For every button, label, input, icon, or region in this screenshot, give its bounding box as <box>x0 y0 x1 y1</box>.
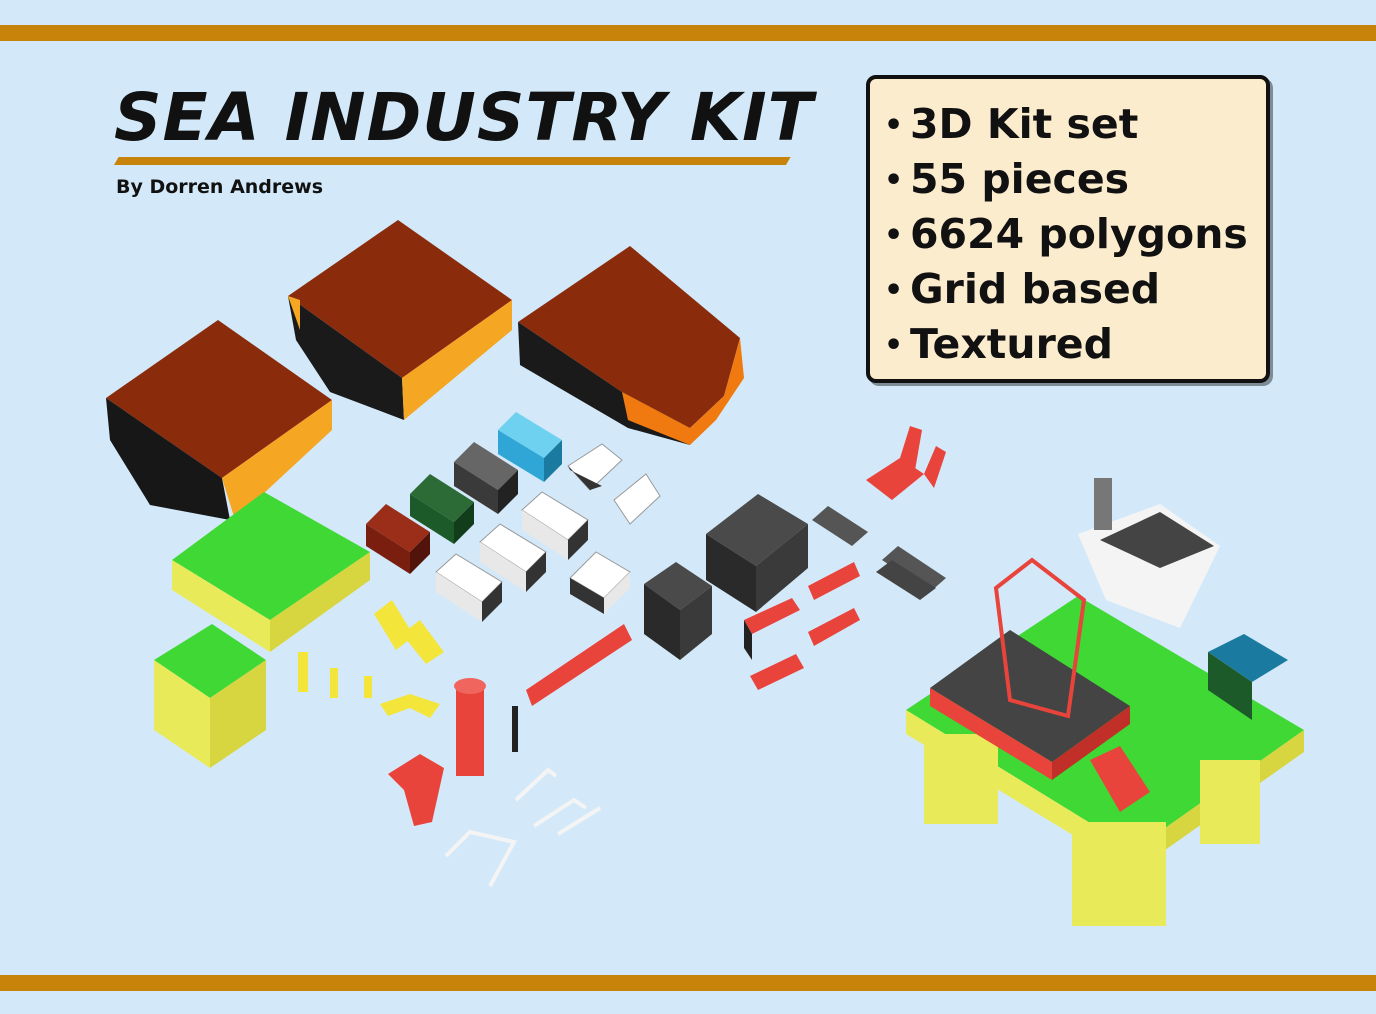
hull-piece-left <box>106 320 332 520</box>
container-green <box>410 474 474 544</box>
panel-pieces <box>744 562 860 690</box>
feature-item: 55 pieces <box>884 152 1266 208</box>
page-title: SEA INDUSTRY KIT <box>114 79 814 156</box>
crane-piece <box>866 426 946 500</box>
feature-list: 3D Kit set 55 pieces 6624 polygons Grid … <box>870 79 1266 373</box>
feature-item: 3D Kit set <box>884 97 1266 153</box>
cabin-pieces <box>435 443 661 622</box>
bottom-stripe <box>0 975 1376 991</box>
hull-piece-middle <box>288 220 512 420</box>
warehouse-block-large <box>706 494 808 612</box>
warehouse-block-small <box>644 562 712 660</box>
assembled-oil-rig <box>906 478 1304 926</box>
feature-item: Grid based <box>884 262 1266 318</box>
feature-list-box: 3D Kit set 55 pieces 6624 polygons Grid … <box>866 75 1270 383</box>
container-red <box>366 504 430 574</box>
deck-block-small <box>154 624 266 768</box>
feature-item: Textured <box>884 317 1266 373</box>
walkway-pieces <box>812 506 946 600</box>
author-byline: By Dorren Andrews <box>116 176 324 198</box>
stairs-and-fittings <box>298 600 444 718</box>
top-stripe <box>0 25 1376 41</box>
container-grey <box>454 442 518 514</box>
deck-slab-large <box>172 492 370 652</box>
feature-item: 6624 polygons <box>884 207 1266 263</box>
hull-piece-bow <box>518 246 744 445</box>
arch-pieces <box>444 767 602 887</box>
container-blue <box>498 412 562 482</box>
pylon-pieces <box>388 624 632 826</box>
